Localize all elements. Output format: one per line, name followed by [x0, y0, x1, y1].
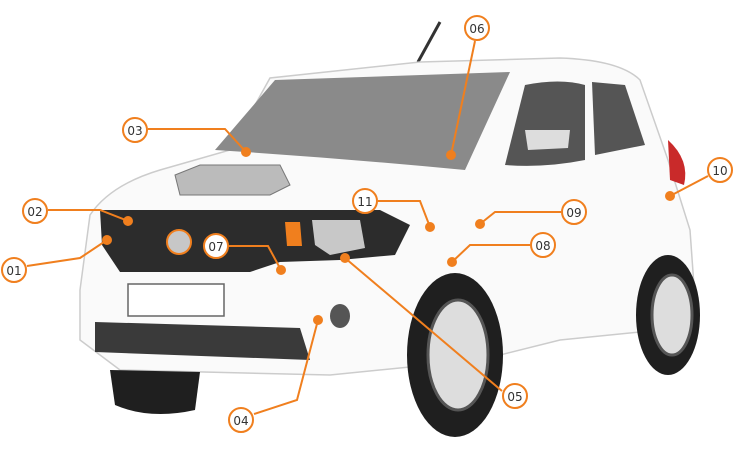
license-plate — [127, 283, 225, 317]
callout-circle — [22, 198, 48, 224]
leader-line — [48, 209, 129, 222]
callout-circle — [530, 232, 556, 258]
callout-08: 08 — [447, 232, 556, 267]
callout-circle — [352, 188, 378, 214]
headlight — [312, 220, 365, 255]
callout-02: 02 — [22, 198, 133, 226]
rear-rim — [650, 273, 694, 357]
callout-11: 11 — [352, 188, 435, 232]
callout-label: 06 — [469, 22, 484, 36]
callout-dot — [241, 147, 251, 157]
callout-circle — [203, 233, 229, 259]
callout-circle — [122, 117, 148, 143]
callout-dot — [665, 191, 675, 201]
callout-dot — [313, 315, 323, 325]
turn-signal — [285, 222, 302, 246]
callout-label: 08 — [535, 239, 550, 253]
callout-04: 04 — [228, 315, 323, 433]
callout-03: 03 — [122, 117, 251, 157]
callout-circle — [464, 15, 490, 41]
callout-circle — [502, 383, 528, 409]
callout-10: 10 — [665, 157, 733, 201]
callout-dot — [340, 253, 350, 263]
fog-light — [330, 304, 350, 328]
leader-line — [450, 40, 476, 156]
leader-line — [669, 175, 709, 197]
leader-line — [253, 319, 319, 415]
lower-bumper — [95, 322, 310, 360]
leader-line — [378, 200, 431, 228]
callout-label: 01 — [6, 264, 21, 278]
windshield — [215, 72, 510, 170]
callout-09: 09 — [475, 199, 587, 229]
callout-05: 05 — [340, 253, 528, 409]
front-sensor — [166, 229, 192, 255]
callout-label: 02 — [27, 205, 42, 219]
callout-label: 11 — [357, 195, 372, 209]
callout-dot — [447, 257, 457, 267]
callout-label: 03 — [127, 124, 142, 138]
antenna — [416, 21, 442, 63]
callout-dot — [102, 235, 112, 245]
leader-line — [26, 239, 108, 267]
callout-label: 10 — [712, 164, 727, 178]
callout-label: 09 — [566, 206, 581, 220]
callout-dot — [276, 265, 286, 275]
leader-line — [229, 245, 282, 271]
callout-dot — [123, 216, 133, 226]
callout-label: 07 — [208, 240, 223, 254]
tail-light — [668, 140, 686, 185]
callout-dot — [475, 219, 485, 229]
leader-line — [148, 128, 247, 153]
callout-06: 06 — [446, 15, 490, 160]
callout-07: 07 — [203, 233, 286, 275]
leader-line — [479, 211, 561, 225]
callout-circle — [561, 199, 587, 225]
leader-line — [451, 244, 530, 263]
callout-label: 04 — [233, 414, 248, 428]
callout-dot — [425, 222, 435, 232]
engine — [174, 164, 291, 196]
callout-dot — [446, 150, 456, 160]
callout-01: 01 — [1, 235, 112, 283]
leader-line — [344, 257, 503, 392]
front-left-tire — [110, 370, 200, 414]
side-window-rear — [592, 82, 645, 155]
callout-label: 05 — [507, 390, 522, 404]
callout-circle — [228, 407, 254, 433]
callout-circle — [707, 157, 733, 183]
mirror — [525, 130, 570, 150]
callout-circle — [1, 257, 27, 283]
